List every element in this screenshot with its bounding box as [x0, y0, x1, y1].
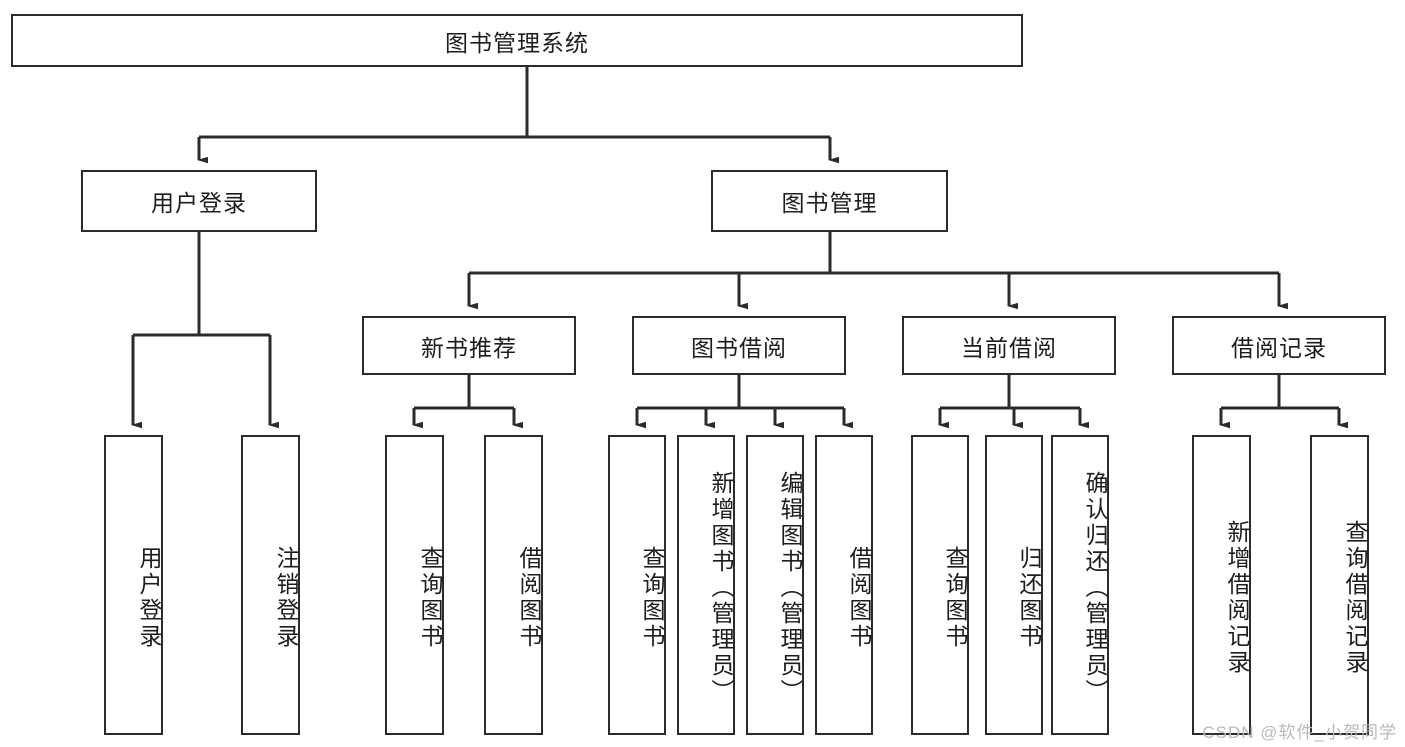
node-leaf-borrow-add[interactable]: 新增图书（管理员） — [677, 435, 735, 735]
node-leaf-cur-return[interactable]: 归还图书 — [985, 435, 1043, 735]
node-leaf-borrow-query-label: 查询图书 — [639, 546, 665, 650]
node-root-label: 图书管理系统 — [445, 29, 589, 56]
watermark: CSDN @软件_小贺同学 — [1202, 723, 1397, 742]
node-leaf-user-logout-label: 注销登录 — [273, 546, 299, 650]
node-leaf-rec-query2-label: 查询借阅记录 — [1342, 520, 1368, 676]
node-leaf-rec-query2[interactable]: 查询借阅记录 — [1310, 435, 1369, 735]
node-leaf-rec-query[interactable]: 查询图书 — [385, 435, 444, 735]
node-leaf-borrow-edit[interactable]: 编辑图书（管理员） — [746, 435, 804, 735]
node-leaf-cur-return-label: 归还图书 — [1016, 546, 1042, 650]
node-leaf-user-login-label: 用户登录 — [136, 546, 162, 650]
node-leaf-cur-confirm-label: 确认归还（管理员） — [1082, 471, 1108, 705]
node-current-borrow[interactable]: 当前借阅 — [902, 316, 1116, 375]
node-leaf-rec-borrow-label: 借阅图书 — [516, 546, 542, 650]
node-leaf-borrow-query[interactable]: 查询图书 — [608, 435, 666, 735]
node-leaf-borrow-edit-label: 编辑图书（管理员） — [777, 471, 803, 705]
node-leaf-rec-borrow[interactable]: 借阅图书 — [484, 435, 543, 735]
node-root[interactable]: 图书管理系统 — [11, 14, 1023, 67]
node-borrow-record-label: 借阅记录 — [1231, 334, 1327, 361]
node-leaf-borrow-loan-label: 借阅图书 — [846, 546, 872, 650]
node-leaf-rec-add[interactable]: 新增借阅记录 — [1192, 435, 1251, 735]
node-leaf-cur-query-label: 查询图书 — [942, 546, 968, 650]
node-leaf-cur-confirm[interactable]: 确认归还（管理员） — [1051, 435, 1109, 735]
node-current-borrow-label: 当前借阅 — [961, 334, 1057, 361]
node-book-manage[interactable]: 图书管理 — [711, 170, 948, 232]
node-leaf-user-logout[interactable]: 注销登录 — [241, 435, 300, 735]
node-book-borrow[interactable]: 图书借阅 — [632, 316, 846, 375]
node-new-book-rec-label: 新书推荐 — [421, 334, 517, 361]
node-borrow-record[interactable]: 借阅记录 — [1172, 316, 1386, 375]
node-user-login[interactable]: 用户登录 — [81, 170, 317, 232]
node-user-login-label: 用户登录 — [151, 190, 247, 216]
node-new-book-rec[interactable]: 新书推荐 — [362, 316, 576, 375]
node-leaf-borrow-add-label: 新增图书（管理员） — [708, 471, 734, 705]
node-leaf-cur-query[interactable]: 查询图书 — [911, 435, 969, 735]
node-book-manage-label: 图书管理 — [781, 190, 878, 216]
node-leaf-user-login[interactable]: 用户登录 — [104, 435, 163, 735]
node-leaf-borrow-loan[interactable]: 借阅图书 — [815, 435, 873, 735]
node-leaf-rec-add-label: 新增借阅记录 — [1224, 520, 1250, 676]
node-leaf-rec-query-label: 查询图书 — [417, 546, 443, 650]
node-book-borrow-label: 图书借阅 — [691, 334, 787, 361]
